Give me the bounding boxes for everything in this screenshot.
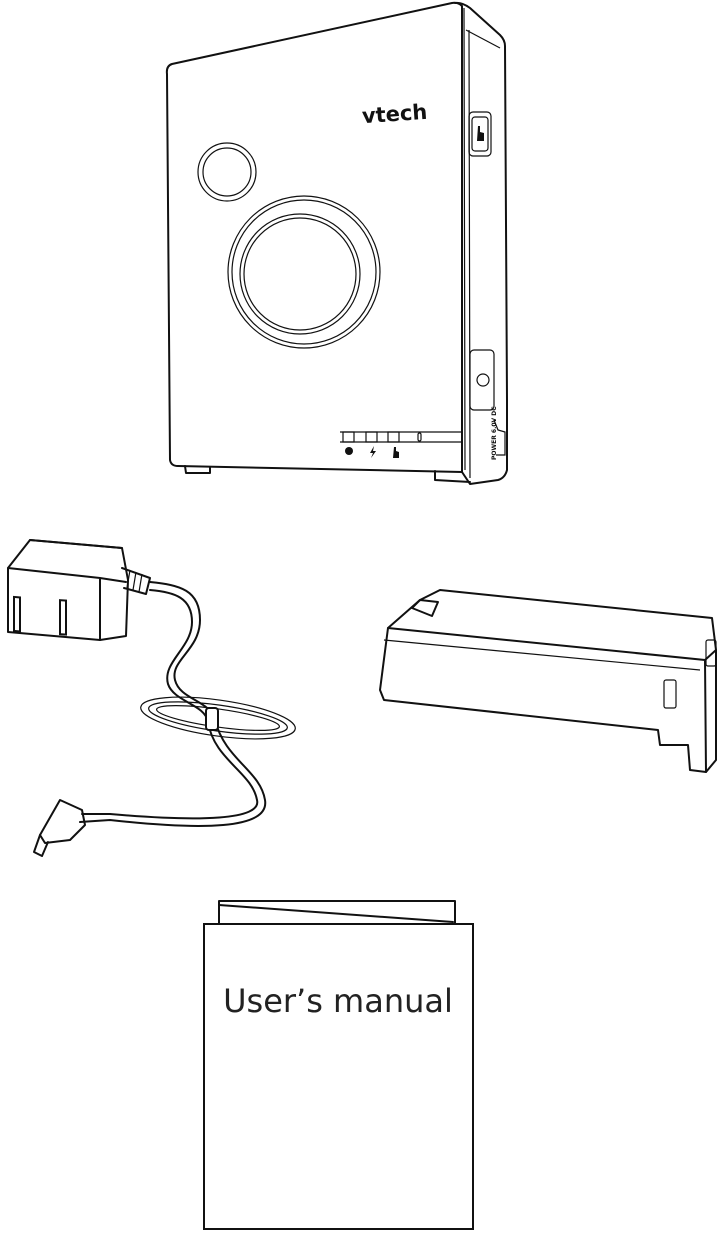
small-ring [198,143,256,201]
adapter-cord [80,582,265,826]
vtech-logo: vtech [361,100,428,129]
battery-pack [380,590,716,772]
indicator-led-2 [366,432,377,442]
base-front-face [167,3,462,472]
cord-tie [206,708,218,730]
find-handset-led-icon [393,447,399,458]
manual-cover [204,924,473,1229]
indicator-led-3 [388,432,399,442]
prong-right [60,600,66,634]
dc-plug [40,800,85,843]
manual-title: User’s manual [223,982,453,1020]
battery-contact-front [664,680,676,708]
telephone-base-unit: POWER 6.0V DC vtech [167,3,507,484]
power-adapter [8,540,298,856]
find-handset-icon [477,126,484,141]
indicator-led-1 [343,432,354,442]
charging-cradle-ring [228,196,380,348]
power-label: POWER 6.0V DC [491,406,498,460]
users-manual: User’s manual [204,901,473,1229]
charge-icon [370,446,376,458]
power-jack [477,374,489,386]
alert-icon [345,447,353,455]
prong-left [14,597,20,631]
